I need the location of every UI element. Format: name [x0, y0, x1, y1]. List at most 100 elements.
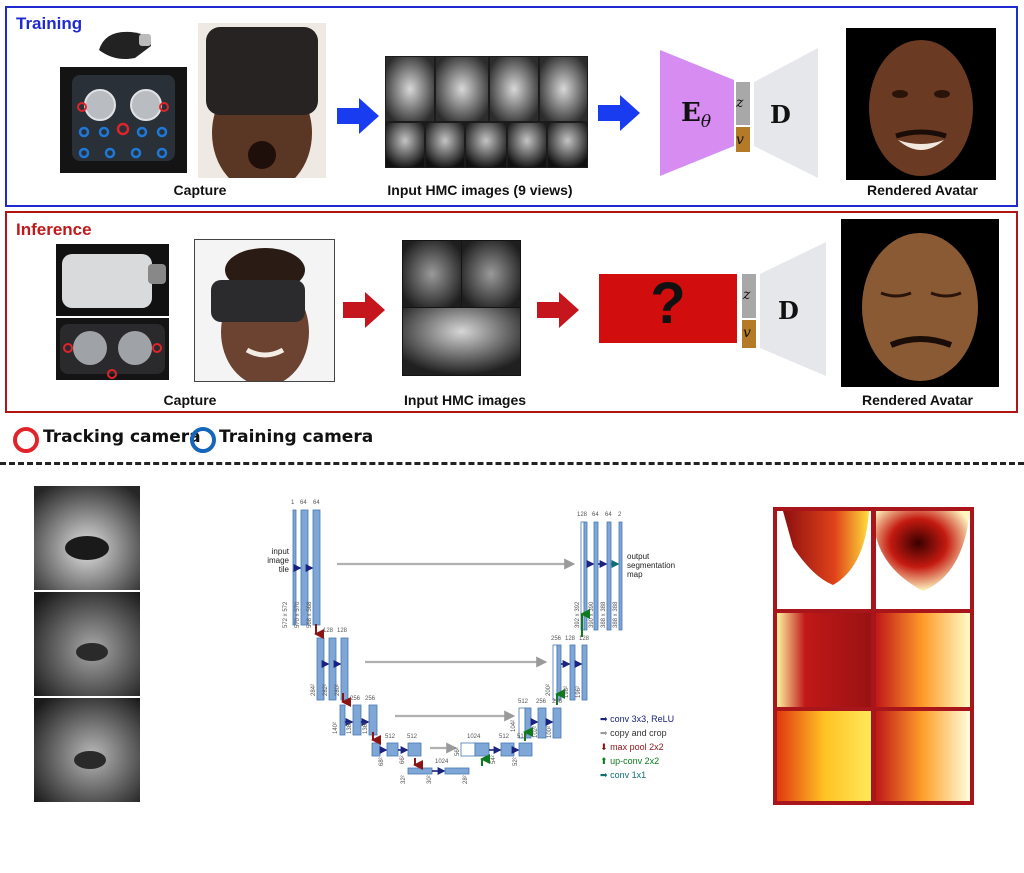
- unet-ch-r1-a: 128: [577, 512, 588, 518]
- unet-size-r2-b: 198²: [564, 685, 570, 698]
- unet-size-l4-a: 68²: [379, 757, 385, 766]
- unet-size-l5b: 30²: [427, 775, 433, 784]
- unet-size-l1: 572 x 572: [283, 602, 289, 628]
- unet-size-r1-d: 388 x 388: [613, 601, 619, 628]
- unet-ch-r1-c: 64: [605, 512, 612, 518]
- unet-legend-conv1: ➡ conv 1x1: [600, 770, 647, 780]
- encoder-decoder-training: [660, 48, 818, 178]
- hmc-device-image: [60, 67, 187, 173]
- training-arrow-1: [337, 98, 379, 134]
- inference-arrow-1: [343, 292, 385, 328]
- unet-legend-conv: ➡ conv 3x3, ReLU: [600, 714, 675, 724]
- unet-size-r1-b: 390 x 390: [589, 601, 595, 628]
- unet-size-r4: 56²: [455, 747, 461, 756]
- unet-ch-r2-b: 128: [565, 636, 576, 642]
- unet-input-line-2: image: [267, 556, 289, 565]
- unet-diagram: 1 64 64 128 128 256 256 512 512 1024 102…: [255, 500, 705, 800]
- unet-size-r1-c: 388 x 388: [601, 601, 607, 628]
- encoder-subscript: θ: [700, 112, 712, 133]
- unet-legend-pool-text: max pool 2x2: [610, 742, 664, 752]
- avatar-caption-inference: Rendered Avatar: [861, 392, 973, 408]
- unet-size-l1-c: 568 x 568: [307, 601, 313, 628]
- unet-size-l1b: 570 x 570: [295, 602, 301, 628]
- unet-size-r4b: 54²: [491, 755, 497, 764]
- unet-size-r2c: 196²: [576, 686, 582, 698]
- unet-output-line-3: map: [627, 570, 643, 579]
- unet-ch-r3-a: 512: [518, 699, 529, 705]
- training-panel: [5, 6, 1018, 207]
- unet-ch-r4-a: 1024: [467, 734, 481, 740]
- unet-size-l3-b: 138²: [347, 721, 353, 734]
- z-label-training: z: [736, 95, 744, 111]
- unet-ch-r2-c: 128: [579, 636, 590, 642]
- unet-legend-copy: ➡ copy and crop: [600, 728, 667, 738]
- unet-size-r2b: 198²: [564, 686, 570, 698]
- inputs-caption-training: Input HMC images (9 views): [387, 182, 573, 198]
- unet-ch-r3-b: 256: [536, 699, 547, 705]
- unet-size-l1-a: 572 x 572: [283, 601, 289, 628]
- unet-size-l2-a: 284²: [311, 683, 317, 696]
- unet-ch-l1-c: 64: [313, 500, 320, 506]
- unet-size-r1-a: 392 x 392: [575, 601, 581, 628]
- unet-size-l3b: 138²: [347, 722, 353, 734]
- unet-size-r3-a: 104²: [511, 719, 517, 732]
- unet-legend-conv-text: conv 3x3, ReLU: [610, 714, 675, 724]
- unet-size-l5-b: 30²: [427, 775, 433, 784]
- capture-photo: [198, 23, 326, 178]
- hmc-crop-mouth: [34, 486, 140, 590]
- unet-ch-l1-a: 1: [291, 500, 295, 506]
- unet-size-l3-c: 136²: [363, 721, 369, 734]
- unet-size-l3c: 136²: [363, 722, 369, 734]
- unet-ch-l2-b: 128: [337, 628, 348, 634]
- unet-size-r4-b: 54²: [491, 755, 497, 764]
- unet-size-l5c: 28²: [463, 775, 469, 784]
- vr-headset-image: [56, 244, 169, 316]
- unet-ch-r2-a: 256: [551, 636, 562, 642]
- unet-legend-conv1-text: conv 1x1: [610, 770, 647, 780]
- unet-ch-l3-b: 256: [365, 696, 376, 702]
- inference-panel: [5, 211, 1018, 413]
- unet-size-l2: 284²: [311, 684, 317, 696]
- unet-ch-l1-b: 64: [300, 500, 307, 506]
- unet-output-label: output segmentation map: [627, 552, 675, 579]
- unet-size-l4: 68²: [379, 757, 385, 766]
- encoder-letter: E: [681, 98, 701, 128]
- unet-size-l4-b: 66²: [400, 755, 406, 764]
- hmc-views-inference: [402, 240, 521, 376]
- unet-size-l5-a: 32²: [401, 775, 407, 784]
- unet-legend-copy-text: copy and crop: [610, 728, 667, 738]
- unet-size-r3b: 102²: [533, 726, 539, 738]
- section-divider: [0, 462, 1024, 465]
- tracking-camera-label: Tracking camera: [43, 427, 201, 447]
- unet-size-r4-c: 52²: [513, 757, 519, 766]
- decoder-label-inference: D: [778, 296, 799, 325]
- training-camera-label: Training camera: [219, 427, 374, 447]
- unet-input-line-1: input: [271, 547, 289, 556]
- depth-heatmap-grid: [773, 507, 974, 805]
- unet-size-r3: 104²: [511, 720, 517, 732]
- rendered-avatar-training: [846, 28, 996, 180]
- capture-caption-training: Capture: [173, 182, 227, 198]
- unknown-encoder-label: ?: [650, 271, 686, 336]
- unet-size-r4-a: 56²: [455, 747, 461, 756]
- unet-size-l2b: 282²: [323, 684, 329, 696]
- unet-size-l2-c: 280²: [335, 683, 341, 696]
- headset-image: [95, 24, 155, 64]
- unet-size-l5: 32²: [401, 775, 407, 784]
- unet-size-l3: 140²: [333, 722, 339, 734]
- v-label-inference: v: [743, 325, 751, 341]
- latent-decoder-inference: [742, 242, 826, 376]
- unet-ch-l3-a: 256: [350, 696, 361, 702]
- unet-input-label: input image tile: [255, 547, 289, 574]
- unknown-encoder-box: [599, 274, 737, 343]
- unet-ch-l4-b: 512: [407, 734, 418, 740]
- unet-size-l1c: 568 x 568: [307, 602, 313, 628]
- unet-ch-r3-c: 256: [552, 699, 563, 705]
- unet-size-r3-c: 100²: [547, 725, 553, 738]
- unet-legend-upconv-text: up-conv 2x2: [610, 756, 660, 766]
- unet-ch-l5: 1024: [435, 759, 449, 765]
- unet-output-line-2: segmentation: [627, 561, 676, 570]
- hmc-crop-eye-2: [34, 698, 140, 802]
- unet-ch-l4-a: 512: [385, 734, 396, 740]
- inputs-caption-inference: Input HMC images: [403, 392, 527, 408]
